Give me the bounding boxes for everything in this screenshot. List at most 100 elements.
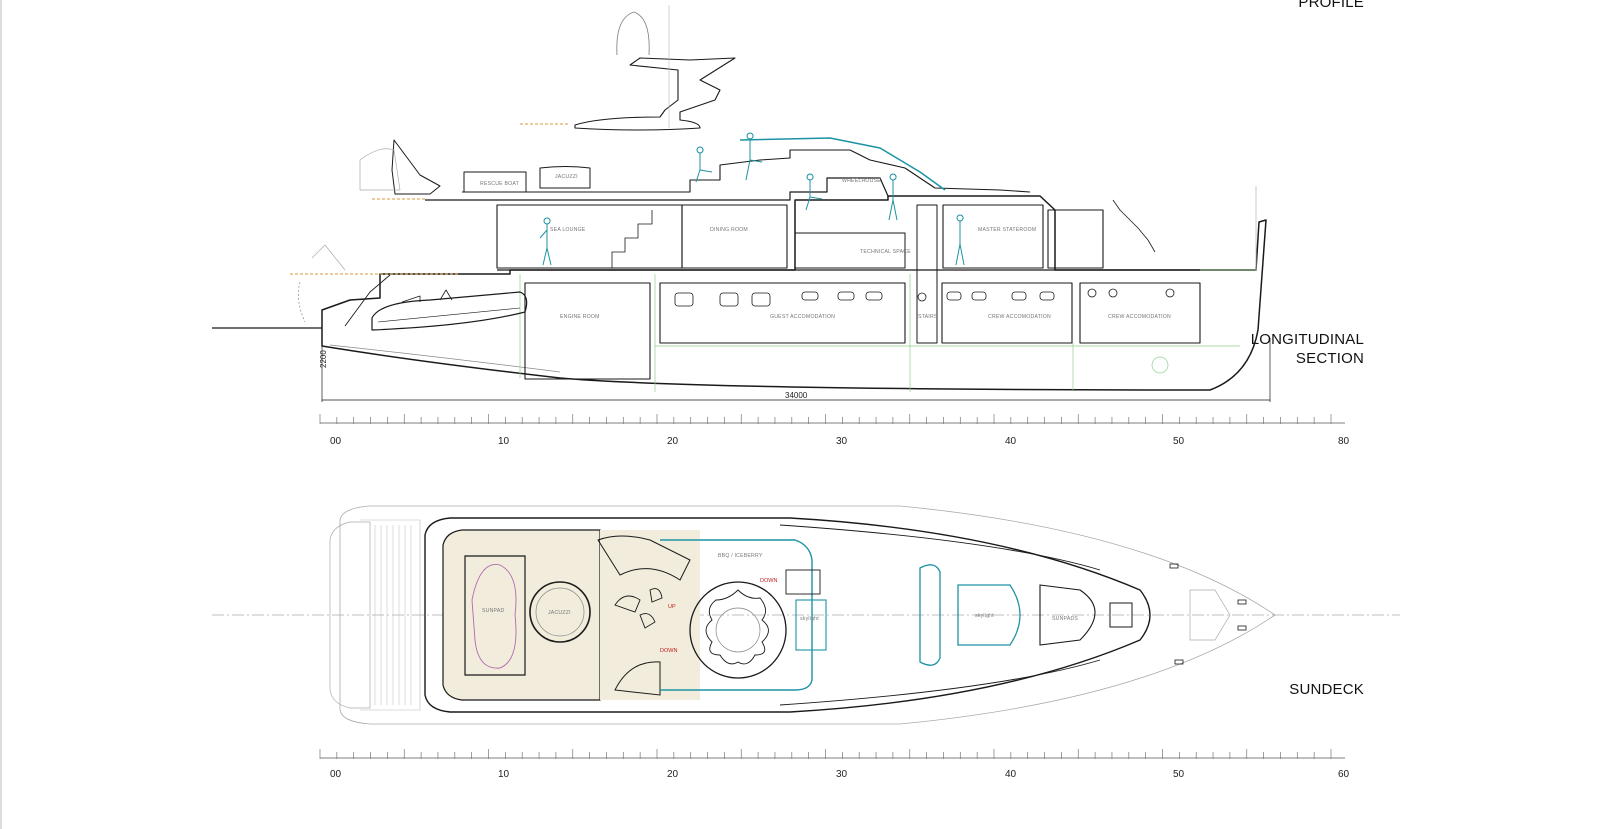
tender-boat xyxy=(371,291,528,331)
jacuzzi-outline xyxy=(539,166,591,189)
porthole xyxy=(1165,288,1175,298)
bbq-label: BBQ / ICEBERRY xyxy=(718,553,763,559)
engine-room-label: ENGINE ROOM xyxy=(560,314,600,320)
stern-step-lines xyxy=(374,525,412,705)
person-figure xyxy=(955,214,965,266)
hull-window xyxy=(1011,291,1027,301)
sundeck-title: SUNDECK xyxy=(1289,681,1364,698)
forward-stairs xyxy=(1112,199,1156,253)
hull-window xyxy=(1039,291,1055,301)
stern-steps xyxy=(344,274,391,327)
crew-accommodation-1-label: CREW ACCOMODATION xyxy=(988,314,1051,320)
hull-window xyxy=(719,292,739,307)
scale-top-label: 00 xyxy=(330,436,342,447)
aft-crane-ghost xyxy=(359,148,401,191)
spiral-stair xyxy=(614,661,661,696)
stairs-label: STAIRS xyxy=(918,314,938,320)
porthole xyxy=(1087,288,1097,298)
porthole xyxy=(1108,288,1118,298)
sundeck-plan: SUNPAD JACUZZI BBQ / ICEBERRY DOWN DOWN … xyxy=(212,505,1400,725)
person-figure xyxy=(888,173,898,221)
length-dimension-label: 34000 xyxy=(785,391,808,400)
side-deck-line-port xyxy=(779,524,1101,571)
radar-dome xyxy=(616,11,650,56)
scale-bottom-label: 40 xyxy=(1005,769,1017,780)
skylight-box-2 xyxy=(957,584,1021,646)
seat-piece xyxy=(649,588,663,603)
engine-room xyxy=(524,282,651,380)
hull-outline xyxy=(321,195,1267,391)
wheelhouse-label: WHEELHOUSE xyxy=(842,178,881,184)
hull-plan-outer xyxy=(339,505,1276,725)
master-stateroom xyxy=(942,204,1044,269)
up-label: UP xyxy=(668,604,676,610)
rescue-boat-box xyxy=(463,171,527,193)
jacuzzi-inner xyxy=(535,587,585,637)
side-deck-line-stbd xyxy=(779,659,1101,706)
swim-platform-plan xyxy=(329,521,371,709)
forward-cabin xyxy=(1047,209,1104,269)
hull-window xyxy=(751,292,771,307)
tender-outboard xyxy=(439,289,453,301)
sea-lounge-label: SEA LOUNGE xyxy=(550,227,586,233)
hull-window xyxy=(837,291,855,301)
seat-piece xyxy=(614,595,641,613)
circular-lounge xyxy=(689,581,787,679)
scale-top: 00 10 20 30 40 50 80 xyxy=(319,414,1350,447)
person-figure xyxy=(695,146,713,183)
lounge-stairs xyxy=(611,210,653,268)
draft-dimension-label: 2200 xyxy=(319,350,328,368)
sea-lounge-room xyxy=(496,204,683,269)
bow-hatch xyxy=(1189,589,1231,641)
scale-bottom-ticks xyxy=(319,749,1332,759)
stern-door-swing xyxy=(298,281,306,323)
jacuzzi-section-label: JACUZZI xyxy=(555,174,578,180)
hull-windows xyxy=(674,288,1175,307)
dining-room-label: DINING ROOM xyxy=(710,227,748,233)
scale-bottom-label: 10 xyxy=(498,769,510,780)
cyan-railing-mid xyxy=(660,539,813,691)
crew-accommodation-1 xyxy=(941,282,1073,344)
skylight-box-1 xyxy=(795,599,827,651)
scale-top-label: 10 xyxy=(498,436,510,447)
longitudinal-section-title-line1: LONGITUDINAL xyxy=(1250,331,1364,348)
jacuzzi-plan xyxy=(529,581,591,643)
profile-title: PROFILE xyxy=(1298,0,1364,11)
scale-top-label: 50 xyxy=(1173,436,1185,447)
bow-cleat xyxy=(1169,563,1179,569)
stern-steps-plan xyxy=(360,519,421,711)
hull-window xyxy=(971,291,987,301)
rescue-boat-label: RESCUE BOAT xyxy=(480,181,520,187)
seat-piece xyxy=(639,613,656,629)
forward-sunpads xyxy=(1039,584,1096,646)
bow-cleat xyxy=(1174,659,1184,665)
stern-ghost xyxy=(311,244,346,271)
person-figure xyxy=(805,173,823,211)
sunpad-aft-label: SUNPAD xyxy=(482,608,504,614)
person-figures xyxy=(539,132,965,266)
sunpad-frame xyxy=(464,555,526,676)
technical-space-room xyxy=(794,232,906,269)
scale-top-ticks xyxy=(319,414,1332,424)
bow-cleat xyxy=(1237,599,1247,605)
hull-window xyxy=(946,291,962,301)
crew-accommodation-2 xyxy=(1079,282,1201,344)
scale-bottom-label: 20 xyxy=(667,769,679,780)
longitudinal-section-title-line2: SECTION xyxy=(1295,350,1364,367)
hull-inner-line xyxy=(329,344,561,373)
master-stateroom-label: MASTER STATEROOM xyxy=(978,227,1036,233)
hull-window xyxy=(801,291,819,301)
bow-fittings xyxy=(1169,563,1247,665)
superstructure-plan-outline xyxy=(424,517,1151,713)
lounge-seating xyxy=(705,589,769,665)
upper-deck-line xyxy=(425,177,889,201)
stair-box xyxy=(785,569,821,595)
scale-bottom-label: 60 xyxy=(1338,769,1350,780)
scale-bottom: 00 10 20 30 40 50 60 xyxy=(319,749,1350,780)
down-label-2: DOWN xyxy=(660,648,677,654)
guest-accommodation-label: GUEST ACCOMODATION xyxy=(770,314,835,320)
dining-room xyxy=(681,204,788,269)
sunpads-fwd-label: SUNPADS xyxy=(1052,616,1078,622)
tender-detail xyxy=(377,307,521,323)
